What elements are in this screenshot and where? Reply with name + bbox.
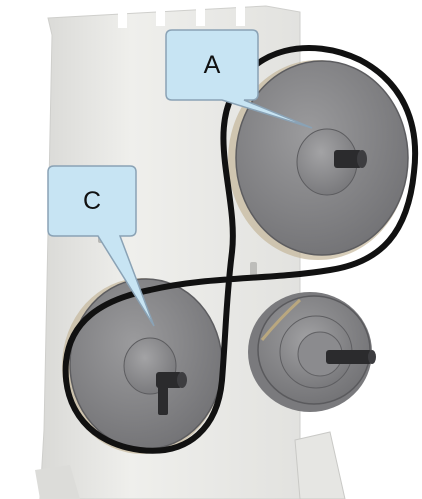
pulley-small [248,292,376,412]
callout-label-c: C [83,187,101,215]
axle-icon [326,350,376,364]
axle-icon [334,150,367,168]
callout-label-a: A [204,51,221,79]
